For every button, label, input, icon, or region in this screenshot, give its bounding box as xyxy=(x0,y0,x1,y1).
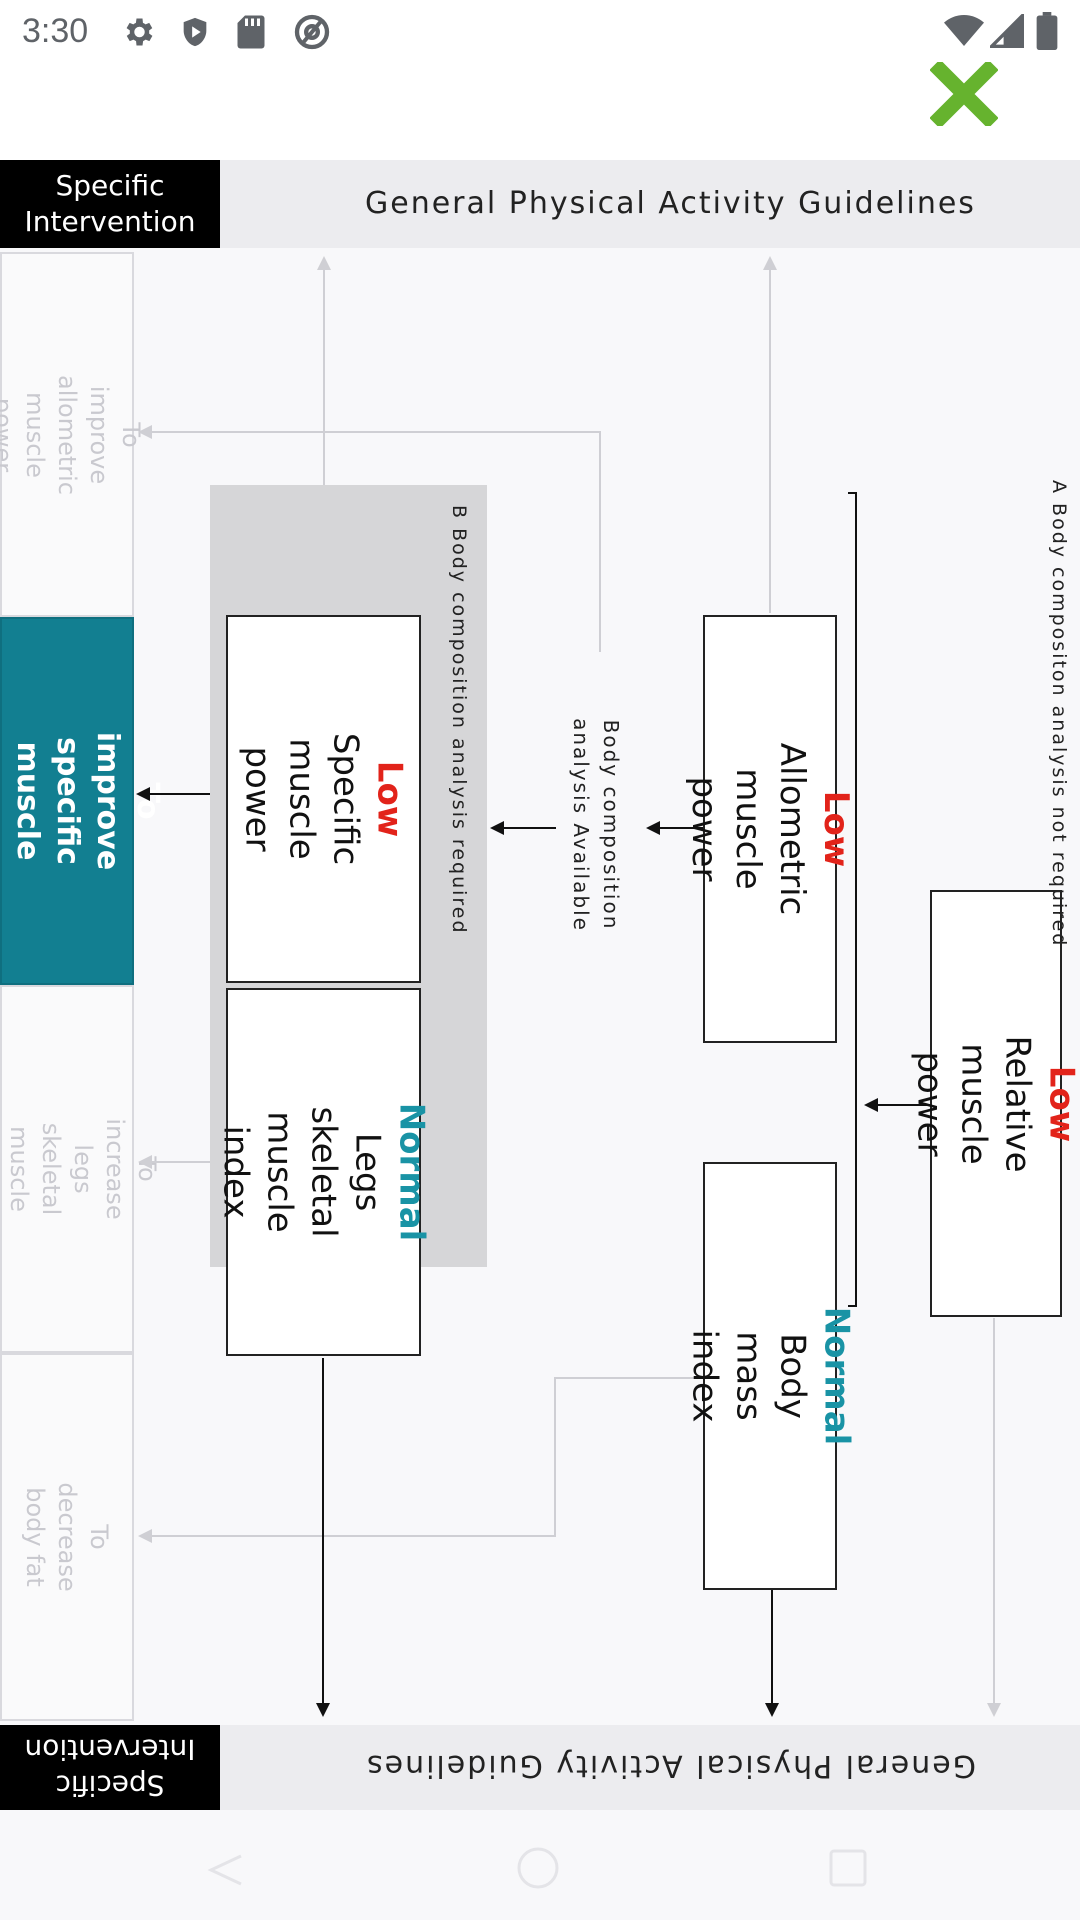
wifi-icon xyxy=(944,15,984,46)
start-box-relative-power: Low Relative muscle power xyxy=(910,890,1080,1317)
box-specific-keyword: Low xyxy=(369,760,410,838)
box-specific-power: Low Specific muscle power xyxy=(226,615,421,983)
box-allometric-text: Low Allometric muscle power xyxy=(682,743,858,915)
battery-icon xyxy=(1036,12,1058,50)
status-bar: 3:30 xyxy=(0,0,1080,62)
start-box-rest: Relative muscle power xyxy=(910,1034,1038,1173)
status-time: 3:30 xyxy=(22,12,89,50)
box-body-mass-index: Normal Body mass index xyxy=(684,1162,856,1590)
box-bmi-keyword: Normal xyxy=(816,1306,857,1446)
outcome-legs-smi: To increase legs skeletal muscle index xyxy=(0,985,161,1353)
home-icon[interactable] xyxy=(516,1846,560,1890)
middle-label: Body composition analysis Available xyxy=(569,718,623,932)
navigation-bar xyxy=(0,1810,1080,1920)
settings-gear-icon xyxy=(126,18,153,46)
general-guidelines-top: General Physical Activity Guidelines xyxy=(365,186,976,221)
box-allometric-keyword: Low xyxy=(816,790,857,868)
box-legs-smi-text: Normal Legs skeletal muscle index xyxy=(214,1083,434,1262)
signal-icon xyxy=(990,14,1024,48)
at-sign-icon xyxy=(294,14,330,50)
box-legs-smi: Normal Legs skeletal muscle index xyxy=(216,988,432,1356)
box-allometric-rest: Allometric muscle power xyxy=(684,742,813,916)
box-specific-rest: Specific muscle power xyxy=(237,732,366,866)
outcome-body-fat: To decrease body fat xyxy=(0,1353,134,1721)
box-legs-smi-rest: Legs skeletal muscle index xyxy=(215,1106,388,1238)
box-bmi-text: Normal Body mass index xyxy=(682,1307,858,1446)
box-bmi-rest: Body mass index xyxy=(684,1329,813,1423)
start-box-text: Low Relative muscle power xyxy=(908,1035,1080,1172)
branch-b-label: B Body composition analysis required xyxy=(448,505,470,935)
box-allometric-power: Low Allometric muscle power xyxy=(684,615,856,1043)
close-button[interactable] xyxy=(929,59,999,129)
connector-lines xyxy=(136,256,1001,1717)
outcome-allometric: To improve allometric muscle power xyxy=(0,252,145,617)
sd-card-icon xyxy=(237,15,265,49)
play-protect-icon xyxy=(183,17,207,47)
close-x-icon xyxy=(929,59,999,129)
figure-overlay: Specific Intervention General Physical A… xyxy=(0,160,1080,1810)
box-specific-text: Low Specific muscle power xyxy=(236,710,412,889)
back-icon[interactable] xyxy=(205,1850,245,1890)
specific-intervention-top: Specific Intervention xyxy=(0,160,220,248)
recents-icon[interactable] xyxy=(828,1848,868,1888)
box-legs-smi-keyword: Normal xyxy=(391,1102,432,1242)
outcome-specific-power: To improve specific muscle power xyxy=(0,617,165,985)
image-viewer[interactable]: Specific Intervention Specific xyxy=(0,160,1080,1810)
branch-a-label: A Body compositon analysis not required xyxy=(1048,480,1070,948)
start-box-keyword: Low xyxy=(1042,1065,1080,1142)
